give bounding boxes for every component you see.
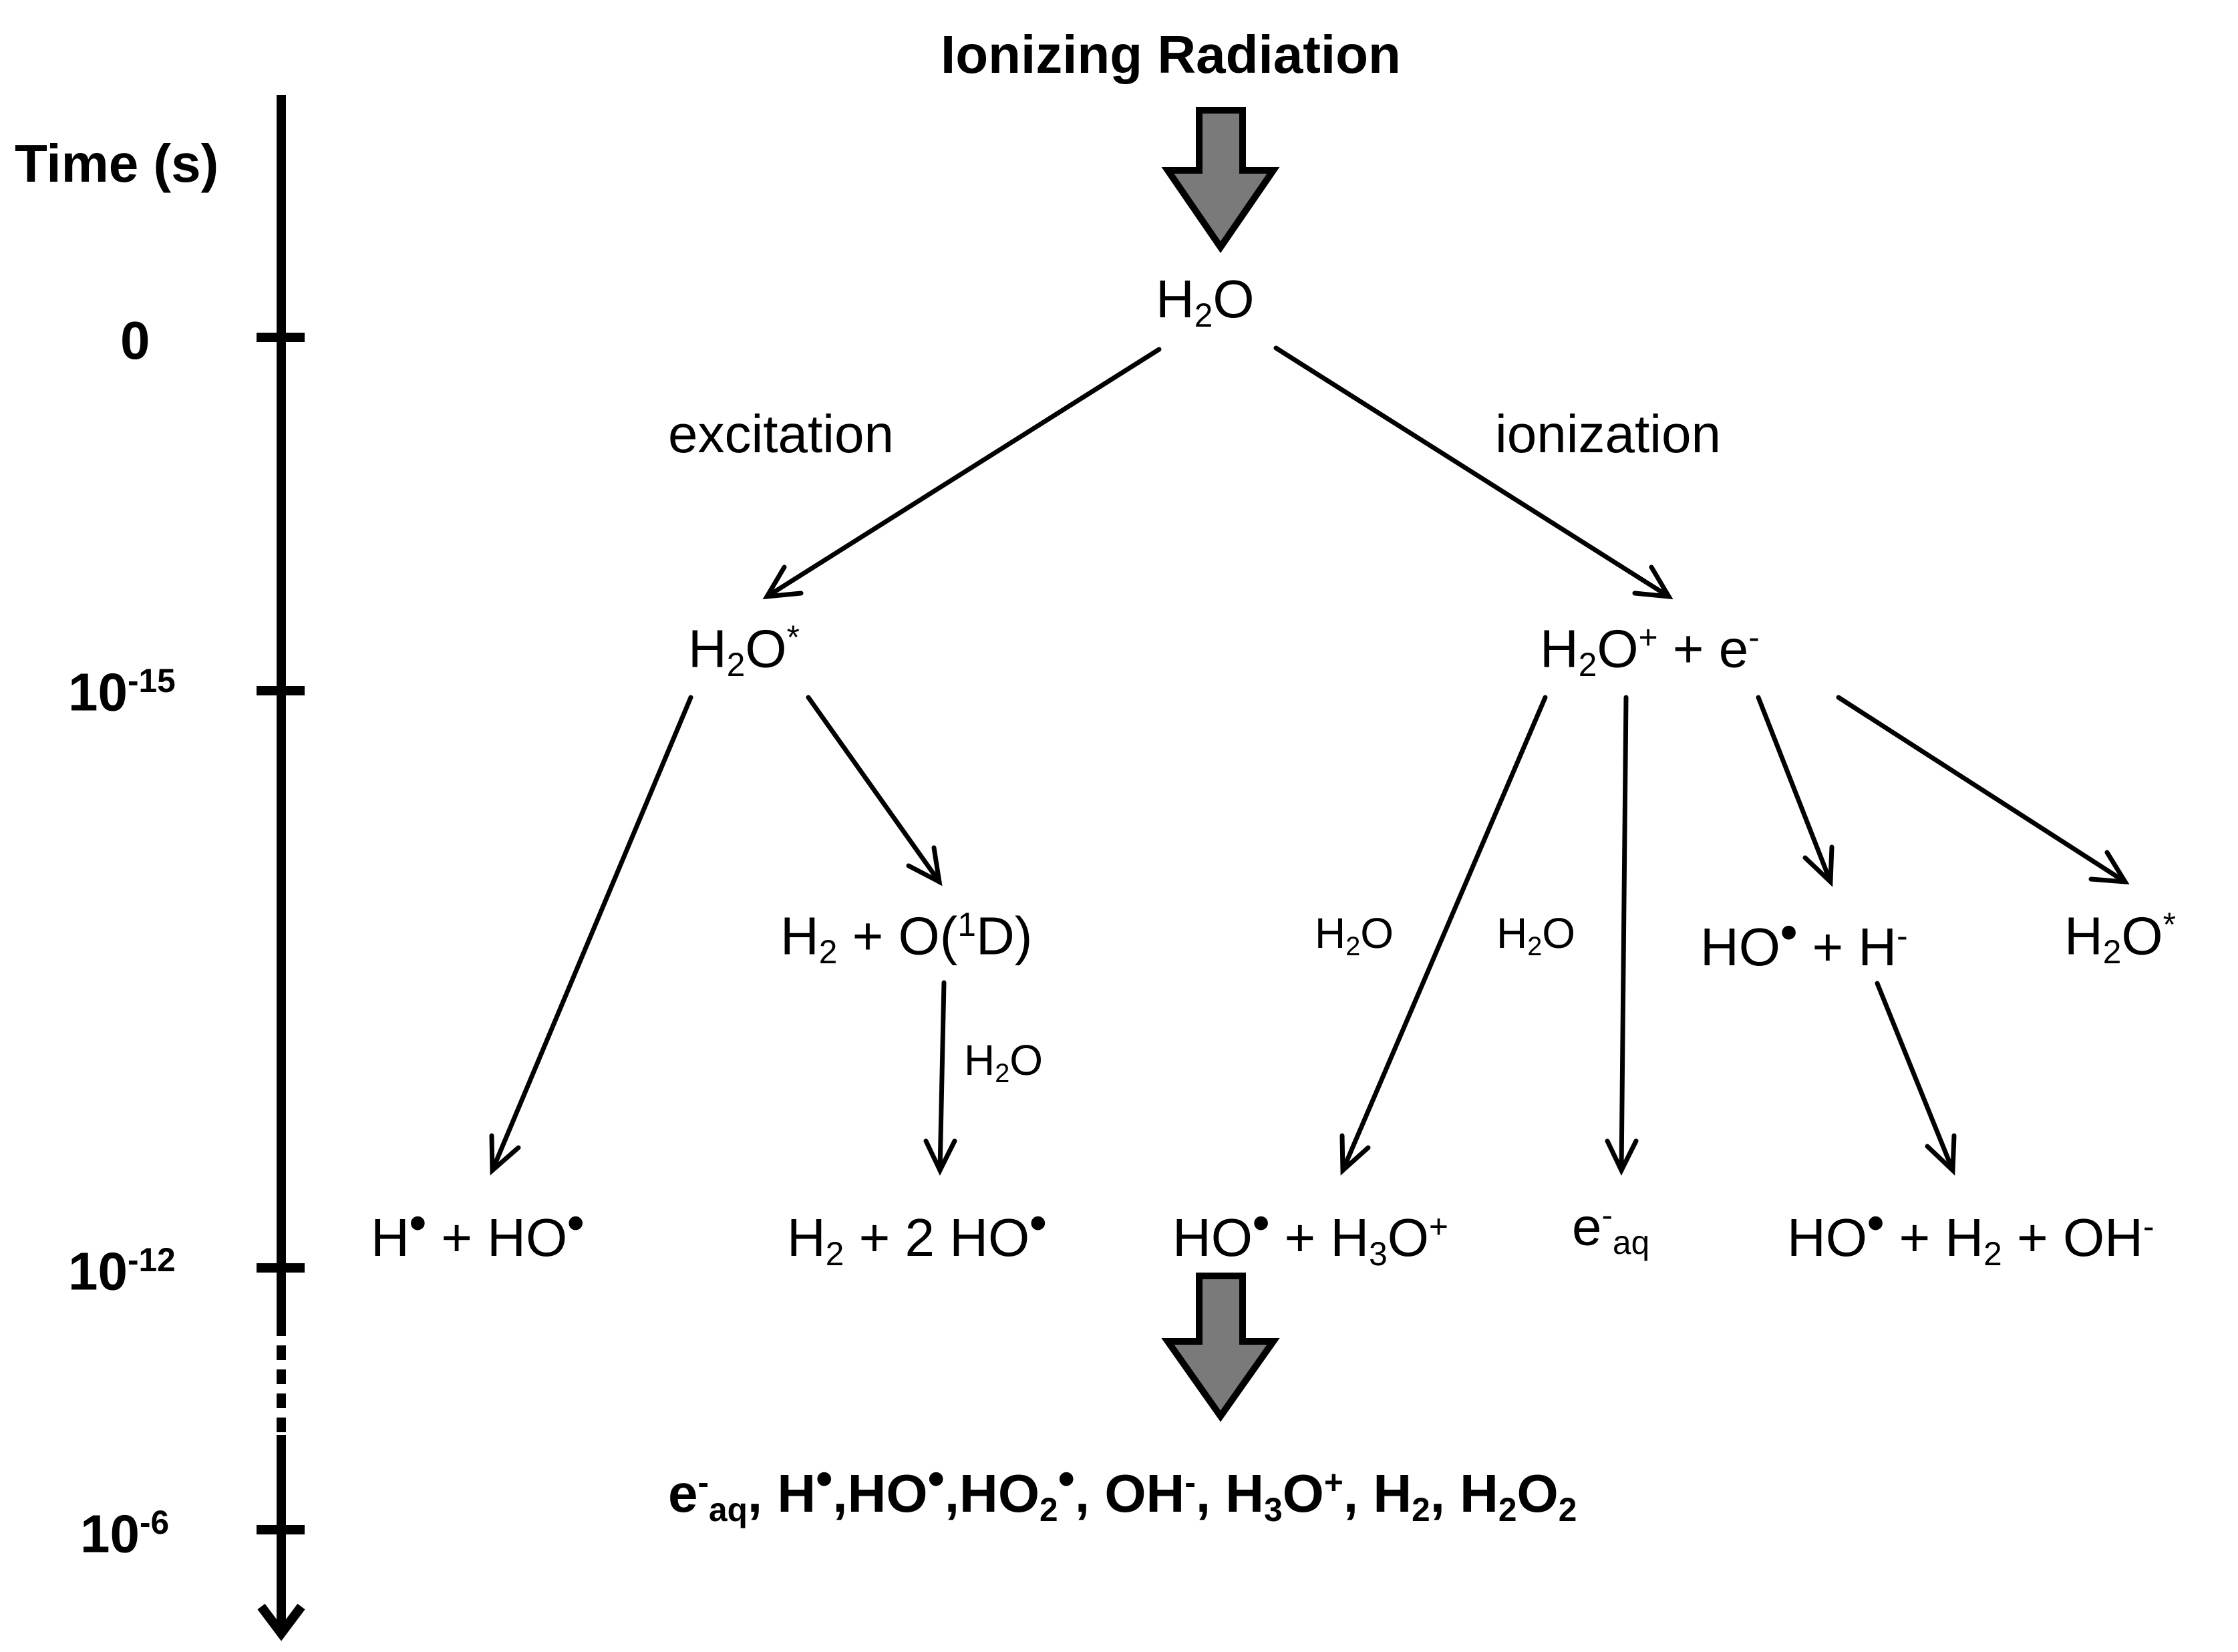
node-ho-h-minus: HO• + H- xyxy=(1700,906,1908,977)
arrow-ionized-to-ho-h-minus xyxy=(1756,695,1834,887)
arrow-ionized-to-e-aq xyxy=(1605,695,1639,1176)
tick-label-0: 0 xyxy=(120,311,150,370)
arrow-ho-h-minus-to-ho-h2-oh xyxy=(1875,981,1957,1176)
arrow-ionized-to-excited-water xyxy=(1836,695,2130,885)
block-arrow-bottom xyxy=(1161,1273,1280,1422)
node-excited-water: H2O* xyxy=(688,619,800,684)
label-h2o-1: H2O xyxy=(964,1036,1044,1089)
final-products: e-aq, H•,HO•,HO2•, OH-, H3O+, H2, H2O2 xyxy=(668,1452,1577,1529)
label-excitation: excitation xyxy=(668,404,894,464)
label-h2o-2: H2O xyxy=(1315,909,1394,962)
tick-label-1e-15: 10-15 xyxy=(68,662,176,722)
tick-label-1e-6: 10-6 xyxy=(80,1504,170,1564)
block-arrow-top xyxy=(1161,107,1280,253)
node-ho-h2-oh: HO• + H2 + OH- xyxy=(1787,1196,2154,1273)
node-ionized-water: H2O+ + e- xyxy=(1540,619,1760,684)
tick-label-1e-12: 10-12 xyxy=(68,1241,176,1301)
node-e-aq: e-aq xyxy=(1572,1196,1650,1262)
node-excited-water-2: H2O* xyxy=(2064,906,2176,971)
arrow-excited-to-h2-o1d xyxy=(806,695,943,886)
reaction-arrows xyxy=(489,345,2130,1176)
node-ho-h3o: HO• + H3O+ xyxy=(1172,1196,1448,1273)
node-h-ho: H• + HO• xyxy=(371,1196,585,1268)
arrow-water-to-ionized xyxy=(1273,345,1673,600)
arrow-h2-o1d-to-h2-2ho xyxy=(923,980,957,1176)
node-water: H2O xyxy=(1156,269,1255,334)
arrow-water-to-excited xyxy=(762,347,1162,600)
arrow-excited-to-h-ho xyxy=(489,695,693,1176)
diagram-title: Ionizing Radiation xyxy=(941,25,1401,84)
label-h2o-3: H2O xyxy=(1496,909,1576,962)
label-ionization: ionization xyxy=(1495,404,1722,464)
time-axis-arrowhead xyxy=(257,1603,305,1641)
node-h2-2ho: H2 + 2 HO• xyxy=(787,1196,1047,1273)
time-axis-label: Time (s) xyxy=(15,134,219,193)
time-axis xyxy=(257,95,305,1641)
arrow-ionized-to-ho-h3o xyxy=(1339,695,1548,1176)
node-h2-o1d: H2 + O(1D) xyxy=(780,906,1033,971)
